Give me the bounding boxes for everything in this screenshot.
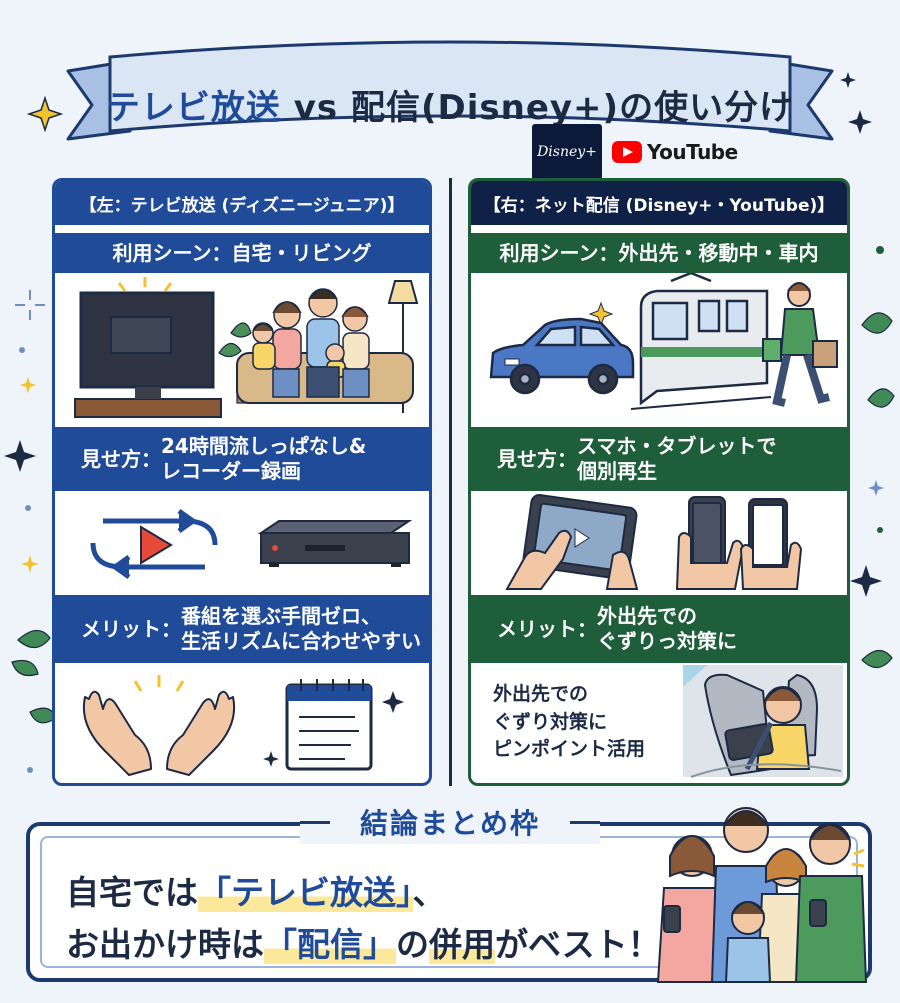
scene-label: 利用シーン： (112, 240, 232, 265)
open-hands-icon (83, 690, 235, 776)
title-part-rest: vs 配信(Disney+)の使い分け (280, 88, 795, 128)
streaming-panel: 【右：ネット配信 (Disney+・YouTube)】 利用シーン：外出先・移動… (468, 178, 850, 786)
tv-method-scene (55, 493, 429, 593)
walking-woman-icon (762, 282, 838, 407)
highlight-streaming: 「配信」 (264, 925, 396, 964)
conclusion-line-1: 自宅では「テレビ放送」、 (66, 873, 446, 912)
merit-label: メリット： (497, 616, 597, 641)
child-in-car-scene (471, 665, 847, 783)
tip-text: 外出先での ぐずり対策に ピンポイント活用 (493, 683, 646, 761)
calendar-icon (285, 679, 373, 771)
tv-method-bar: 見せ方：24時間流しっぱなし& レコーダー録画 (55, 427, 429, 491)
sparkle-icon (26, 95, 64, 133)
sparkle-icon (850, 565, 882, 597)
living-room-scene (55, 273, 429, 423)
sparkle-icon (4, 440, 36, 472)
method-value: 24時間流しっぱなし& レコーダー録画 (161, 434, 367, 483)
scene-value: 自宅・リビング (231, 240, 372, 265)
sparkle-icon (263, 751, 279, 767)
page-title: テレビ放送 vs 配信(Disney+)の使い分け (60, 80, 840, 129)
youtube-play-icon (612, 141, 642, 163)
method-value: スマホ・タブレットで 個別再生 (577, 434, 777, 483)
title-banner: テレビ放送 vs 配信(Disney+)の使い分け (60, 35, 840, 145)
merit-label: メリット： (81, 616, 181, 641)
title-part-tv: テレビ放送 (105, 88, 281, 128)
family-icon (252, 288, 370, 398)
service-logos: Disney+ YouTube (532, 124, 738, 180)
car-icon (489, 317, 635, 395)
tv-panel-header: 【左：テレビ放送 (ディズニージュニア)】 (55, 181, 429, 225)
highlight-tv: 「テレビ放送」 (198, 873, 413, 912)
sparkle-icon (20, 377, 36, 393)
sparkle-icon (848, 110, 872, 134)
youtube-logo: YouTube (612, 140, 738, 164)
center-divider (449, 178, 452, 786)
conclusion-line-2: お出かけ時は「配信」の併用がベスト！ (66, 925, 661, 964)
merit-value: 外出先での ぐずりっ対策に (597, 604, 737, 653)
sparkle-icon (15, 290, 45, 320)
tv-merit-bar: メリット：番組を選ぶ手間ゼロ、 生活リズムに合わせやすい (55, 595, 429, 663)
repeat-play-icon (90, 508, 218, 580)
highlight-combined: 併用 (429, 925, 495, 964)
scene-value: 外出先・移動中・車内 (618, 240, 819, 265)
television-icon (79, 291, 215, 399)
conclusion-title: 結論まとめ枠 (300, 800, 600, 844)
stream-scene-bar: 利用シーン：外出先・移動中・車内 (471, 233, 847, 273)
smartphone-hands-icon (675, 496, 803, 590)
family-smartphone-icon (656, 807, 868, 983)
leaf-icon (11, 312, 895, 724)
stream-method-scene (471, 493, 847, 593)
child-tablet-car-icon (690, 673, 842, 778)
stream-merit-bar: メリット：外出先での ぐずりっ対策に (471, 595, 847, 663)
tv-scene-bar: 利用シーン：自宅・リビング (55, 233, 429, 273)
sparkle-icon (382, 691, 404, 713)
play-icon (140, 525, 173, 565)
scene-label: 利用シーン： (499, 240, 619, 265)
tablet-hands-icon (505, 494, 639, 590)
disney-plus-logo: Disney+ (532, 124, 602, 180)
train-icon (630, 273, 772, 410)
recorder-icon (257, 520, 413, 567)
stream-panel-header: 【右：ネット配信 (Disney+・YouTube)】 (471, 181, 847, 225)
travel-scene (471, 273, 847, 423)
merit-value: 番組を選ぶ手間ゼロ、 生活リズムに合わせやすい (181, 604, 421, 653)
method-label: 見せ方： (81, 446, 161, 471)
method-label: 見せ方： (497, 446, 577, 471)
stream-method-bar: 見せ方：スマホ・タブレットで 個別再生 (471, 427, 847, 491)
sparkle-icon (868, 480, 884, 496)
tv-merit-scene (55, 665, 429, 783)
sparkle-icon (840, 72, 856, 88)
tv-broadcast-panel: 【左：テレビ放送 (ディズニージュニア)】 利用シーン：自宅・リビング (52, 178, 432, 786)
sparkle-icon (21, 555, 39, 573)
